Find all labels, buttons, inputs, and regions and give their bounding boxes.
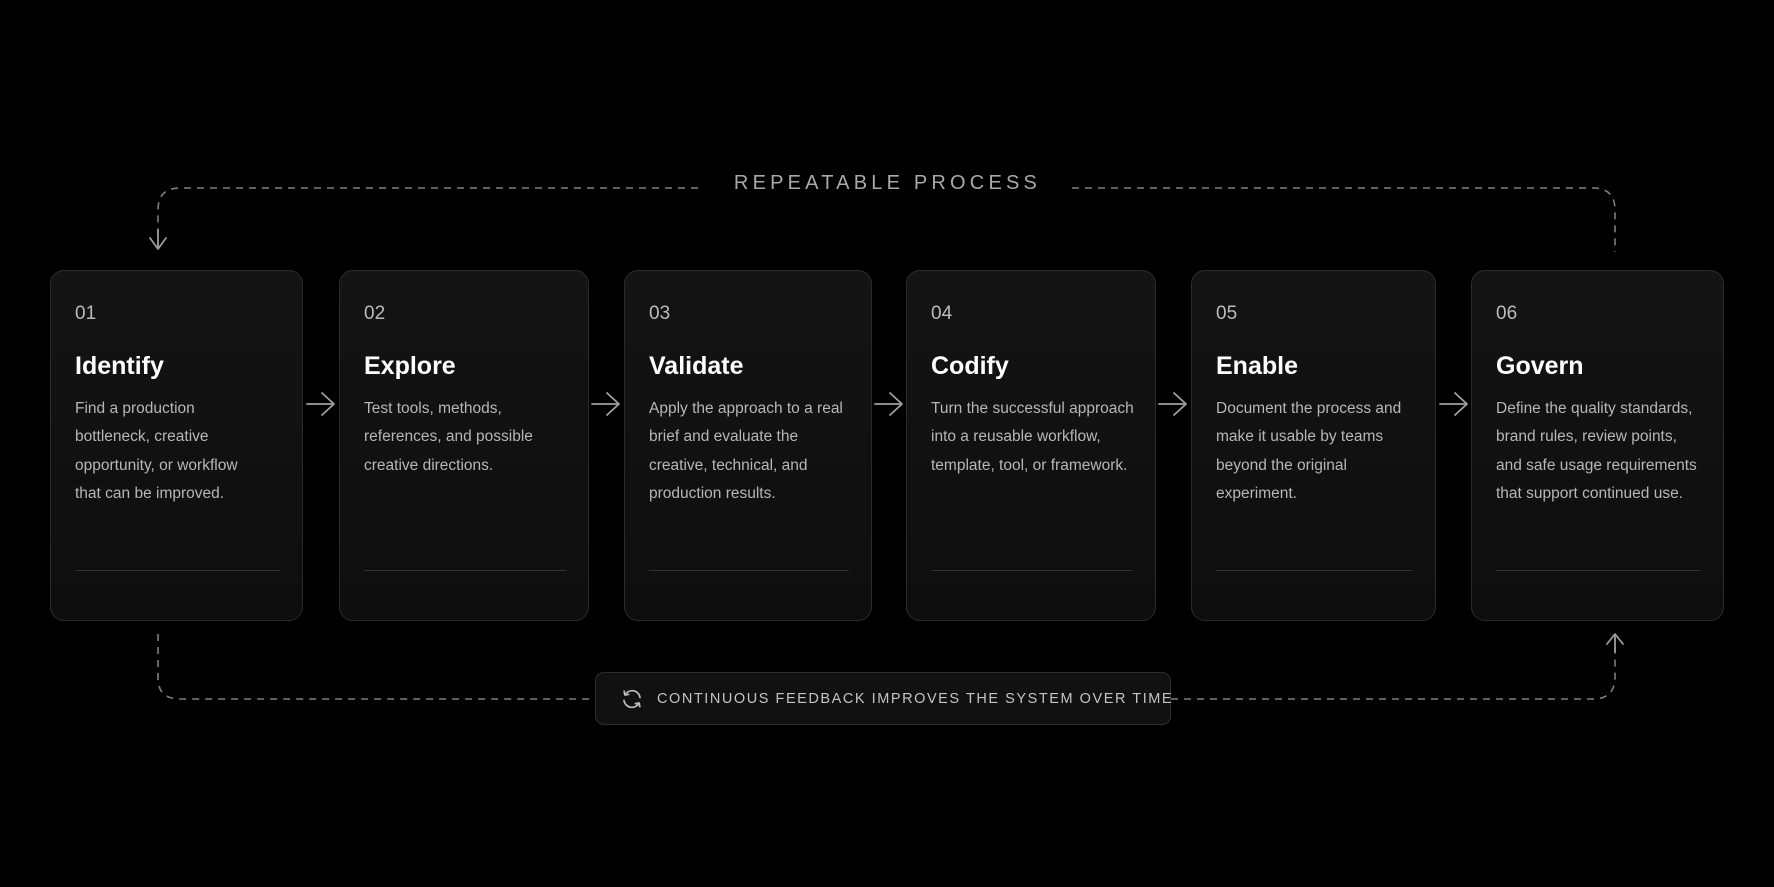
arrow-right-icon-2 xyxy=(591,392,620,416)
step-number: 06 xyxy=(1496,303,1518,324)
step-card-identify: 01 Identify Find a production bottleneck… xyxy=(50,270,303,621)
step-number: 01 xyxy=(75,303,97,324)
bottom-loop-right-line xyxy=(1171,638,1616,700)
step-title: Codify xyxy=(931,352,1009,380)
step-title: Identify xyxy=(75,352,164,380)
feedback-label: CONTINUOUS FEEDBACK IMPROVES THE SYSTEM … xyxy=(657,691,1174,707)
step-divider xyxy=(1216,570,1413,571)
arrow-right-icon-3 xyxy=(874,392,903,416)
top-loop-left-line xyxy=(157,187,698,246)
step-title: Explore xyxy=(364,352,456,380)
step-description: Turn the successful approach into a reus… xyxy=(931,400,1134,474)
step-description: Apply the approach to a real brief and e… xyxy=(649,400,843,502)
step-divider xyxy=(649,570,849,571)
arrow-right-icon-4 xyxy=(1158,392,1187,416)
step-number: 02 xyxy=(364,303,386,324)
step-description: Find a production bottleneck, creative o… xyxy=(75,400,238,502)
step-divider xyxy=(931,570,1133,571)
feedback-banner: CONTINUOUS FEEDBACK IMPROVES THE SYSTEM … xyxy=(595,672,1174,725)
arrow-right-icon-1 xyxy=(306,392,335,416)
step-number: 04 xyxy=(931,303,953,324)
step-card-codify: 04 Codify Turn the successful approach i… xyxy=(906,270,1156,621)
bottom-loop-arrow-up-icon xyxy=(1606,633,1624,653)
step-title: Govern xyxy=(1496,352,1584,380)
arrow-right-icon-5 xyxy=(1439,392,1468,416)
step-description: Test tools, methods, references, and pos… xyxy=(364,400,533,474)
bottom-loop-left-line xyxy=(157,634,595,700)
top-loop-right-line xyxy=(1072,187,1616,252)
step-card-validate: 03 Validate Apply the approach to a real… xyxy=(624,270,872,621)
step-title: Enable xyxy=(1216,352,1298,380)
step-description: Define the quality standards, brand rule… xyxy=(1496,400,1697,502)
step-title: Validate xyxy=(649,352,744,380)
step-card-govern: 06 Govern Define the quality standards, … xyxy=(1471,270,1724,621)
step-number: 03 xyxy=(649,303,671,324)
top-loop-arrow-down-icon xyxy=(149,229,167,250)
step-divider xyxy=(75,570,280,571)
repeatable-process-label: REPEATABLE PROCESS xyxy=(733,172,1042,194)
step-divider xyxy=(364,570,566,571)
step-card-explore: 02 Explore Test tools, methods, referenc… xyxy=(339,270,589,621)
step-number: 05 xyxy=(1216,303,1238,324)
refresh-icon xyxy=(623,689,641,709)
step-description: Document the process and make it usable … xyxy=(1216,400,1402,502)
step-divider xyxy=(1496,570,1701,571)
step-card-enable: 05 Enable Document the process and make … xyxy=(1191,270,1436,621)
